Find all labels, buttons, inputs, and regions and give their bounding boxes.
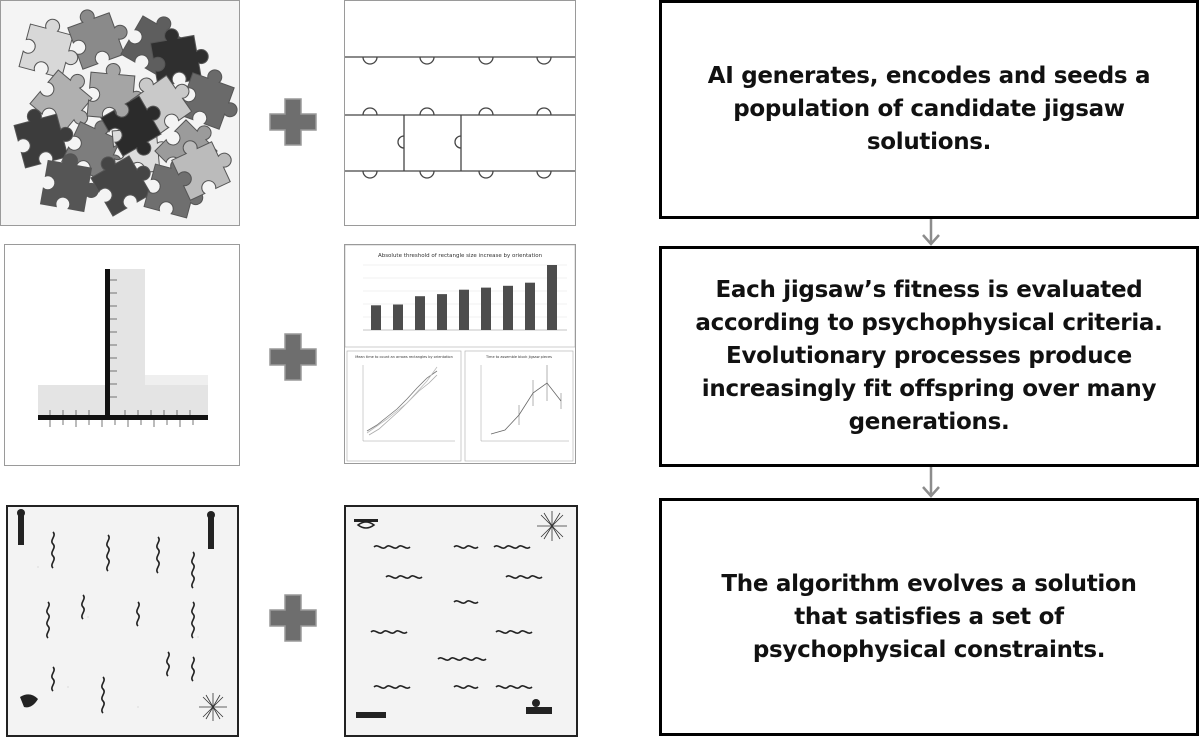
star-icon: [199, 693, 227, 721]
charts-image: Absolute threshold of rectangle size inc…: [344, 244, 576, 464]
bar: [547, 265, 557, 330]
bar: [481, 287, 491, 330]
arrow-down-icon: [922, 467, 940, 498]
step-1-text: AI generates, encodes and seeds a popula…: [707, 63, 1151, 155]
bar-chart-title: Absolute threshold of rectangle size inc…: [378, 253, 543, 259]
star-icon: [537, 511, 567, 541]
ruler-image: [4, 244, 240, 466]
plus-icon: [268, 593, 318, 643]
line-chart-right-title: Time to assemble block jigsaw pieces: [485, 355, 552, 359]
plus-icon: [268, 332, 318, 382]
bar-chart-bars: [371, 265, 557, 330]
jigsaw-pieces-image: [0, 0, 240, 226]
puzzle-board-right-image: [344, 505, 578, 737]
step-2-box: Each jigsaw’s fitness is evaluated accor…: [659, 246, 1199, 467]
puzzle-board-left-image: [6, 505, 239, 737]
jigsaw-template-image: [344, 0, 576, 226]
line-chart-left-title: Mean time to count an arrows rectangles …: [355, 355, 453, 359]
step-3-text: The algorithm evolves a solution that sa…: [721, 570, 1137, 663]
bar: [371, 305, 381, 330]
step-1-box: AI generates, encodes and seeds a popula…: [659, 0, 1199, 219]
step-2-text: Each jigsaw’s fitness is evaluated accor…: [695, 277, 1163, 435]
plus-icon: [268, 97, 318, 147]
arrow-down-icon: [922, 219, 940, 246]
bar: [503, 285, 513, 330]
bar: [437, 294, 447, 330]
bar: [459, 289, 469, 330]
step-3-box: The algorithm evolves a solution that sa…: [659, 498, 1199, 736]
bar: [525, 282, 535, 330]
bar: [415, 296, 425, 330]
bar: [393, 304, 403, 330]
